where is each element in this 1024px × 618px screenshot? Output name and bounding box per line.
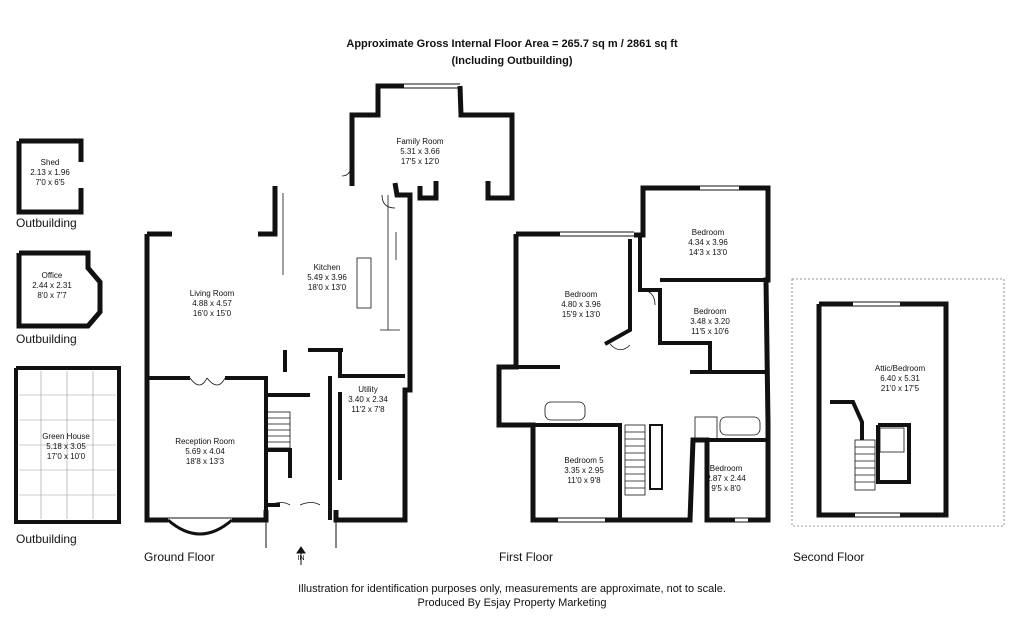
room-imperial: 21'0 x 17'5 (880, 384, 920, 393)
entrance-arrow (296, 546, 306, 565)
room-label-shed: Shed 2.13 x 1.96 7'0 x 6'5 (30, 158, 70, 188)
bath (544, 401, 586, 421)
room-label-greenhouse: Green House 5.18 x 3.05 17'0 x 10'0 (42, 432, 90, 462)
room-label-living: Living Room 4.88 x 4.57 16'0 x 15'0 (190, 289, 234, 319)
second-floor-walls (816, 301, 949, 518)
room-name: Reception Room (175, 437, 235, 446)
room-label-kitchen: Kitchen 5.49 x 3.96 18'0 x 13'0 (307, 263, 347, 293)
room-name: Kitchen (313, 263, 341, 272)
room-imperial: 17'0 x 10'0 (46, 452, 86, 461)
first-staircase (624, 424, 663, 496)
shower (694, 416, 718, 440)
room-metric: 6.40 x 5.31 (880, 374, 920, 383)
room-metric: 4.88 x 4.57 (192, 299, 232, 308)
room-metric: 3.48 x 3.20 (690, 317, 730, 326)
kitchen-island (356, 257, 372, 309)
floor-area-subtitle: (Including Outbuilding) (451, 55, 573, 67)
room-imperial: 11'5 x 10'6 (691, 327, 729, 336)
second-staircase (854, 439, 876, 491)
room-name: Bedroom (693, 307, 727, 316)
room-metric: 2.87 x 2.44 (706, 474, 746, 483)
ground-floor-walls (144, 182, 413, 523)
room-label-bedroom-d: Bedroom 2.87 x 2.44 9'5 x 8'0 (706, 464, 746, 494)
room-imperial: 9'5 x 8'0 (711, 484, 741, 493)
second-floor-label: Second Floor (793, 550, 865, 564)
shed-walls (16, 138, 84, 215)
room-name: Green House (42, 432, 90, 441)
family-room-walls (349, 83, 515, 201)
room-imperial: 7'0 x 6'5 (35, 178, 65, 187)
shower (879, 427, 905, 453)
ground-staircase (265, 411, 291, 449)
room-label-attic: Attic/Bedroom 6.40 x 5.31 21'0 x 17'5 (875, 364, 925, 394)
greenhouse-outbuilding-label: Outbuilding (16, 532, 77, 546)
first-floor-label: First Floor (499, 550, 553, 564)
room-name: Bedroom 5 (564, 456, 604, 465)
greenhouse-glazing (19, 371, 116, 519)
room-name: Family Room (396, 137, 444, 146)
room-label-utility: Utility 3.40 x 2.34 11'2 x 7'8 (348, 385, 388, 415)
shed-outbuilding-label: Outbuilding (16, 216, 77, 230)
room-name: Attic/Bedroom (874, 364, 926, 373)
room-metric: 2.13 x 1.96 (30, 168, 70, 177)
office-walls (16, 250, 103, 329)
room-imperial: 8'0 x 7'7 (37, 291, 67, 300)
room-imperial: 11'0 x 9'8 (567, 476, 601, 485)
room-metric: 5.69 x 4.04 (185, 447, 225, 456)
ground-floor-label: Ground Floor (144, 550, 215, 564)
room-imperial: 16'0 x 15'0 (192, 309, 232, 318)
room-label-reception: Reception Room 5.69 x 4.04 18'8 x 13'3 (175, 437, 235, 467)
room-name: Office (41, 271, 63, 280)
bay-window (167, 518, 233, 536)
room-metric: 4.34 x 3.96 (688, 238, 728, 247)
disclaimer-text: Illustration for identification purposes… (298, 583, 726, 595)
room-label-family: Family Room 5.31 x 3.66 17'5 x 12'0 (396, 137, 443, 167)
room-label-bedroom-5: Bedroom 5 3.35 x 2.95 11'0 x 9'8 (564, 456, 604, 486)
producer-credit: Produced By Esjay Property Marketing (417, 597, 607, 609)
room-label-bedroom-c: Bedroom 3.48 x 3.20 11'5 x 10'6 (690, 307, 730, 337)
room-name: Bedroom (564, 290, 598, 299)
room-name: Living Room (189, 289, 235, 298)
room-metric: 4.80 x 3.96 (561, 300, 601, 309)
room-name: Utility (358, 385, 378, 394)
room-name: Bedroom (709, 464, 743, 473)
room-metric: 3.40 x 2.34 (348, 395, 388, 404)
room-metric: 3.35 x 2.95 (564, 466, 604, 475)
greenhouse-walls (14, 366, 121, 524)
room-metric: 2.44 x 2.31 (32, 281, 72, 290)
entrance-label: IN (297, 555, 305, 562)
room-imperial: 18'0 x 13'0 (307, 283, 347, 292)
room-imperial: 17'5 x 12'0 (400, 157, 440, 166)
room-imperial: 18'8 x 13'3 (185, 457, 225, 466)
room-metric: 5.18 x 3.05 (46, 442, 86, 451)
bath (719, 416, 761, 436)
room-imperial: 14'3 x 13'0 (688, 248, 728, 257)
room-imperial: 15'9 x 13'0 (561, 310, 601, 319)
room-label-bedroom-a: Bedroom 4.34 x 3.96 14'3 x 13'0 (688, 228, 728, 258)
room-name: Shed (40, 158, 60, 167)
room-metric: 5.31 x 3.66 (400, 147, 440, 156)
floor-area-title: Approximate Gross Internal Floor Area = … (346, 38, 678, 50)
room-label-bedroom-b: Bedroom 4.80 x 3.96 15'9 x 13'0 (561, 290, 601, 320)
office-outbuilding-label: Outbuilding (16, 332, 77, 346)
room-imperial: 11'2 x 7'8 (351, 405, 385, 414)
room-name: Bedroom (691, 228, 725, 237)
room-metric: 5.49 x 3.96 (307, 273, 347, 282)
second-floor-outline (791, 278, 1005, 527)
room-label-office: Office 2.44 x 2.31 8'0 x 7'7 (32, 271, 72, 301)
